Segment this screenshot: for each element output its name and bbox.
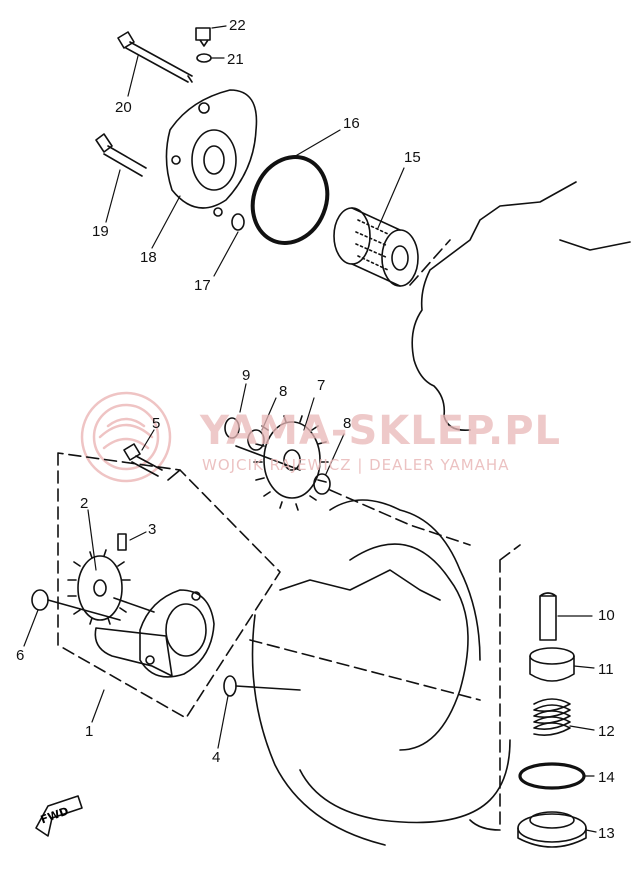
part-20-long-bolt: [117, 31, 193, 83]
callout-1: 1: [85, 723, 94, 740]
crankcase-outline-upper: [411, 181, 631, 432]
watermark-subtitle: WOJCIK RAJEWICZ | DEALER YAMAHA: [202, 456, 510, 474]
callout-14: 14: [598, 769, 615, 786]
part-12-spring: [533, 698, 571, 736]
callout-10: 10: [598, 607, 615, 624]
part-6-collar: [31, 589, 49, 611]
callout-6: 6: [16, 647, 25, 664]
callout-3: 3: [148, 521, 157, 538]
part-8-washer-upper: [247, 429, 265, 451]
part-11-valve-cap: [529, 647, 575, 682]
part-14-o-ring-large: [518, 762, 586, 790]
callout-12: 12: [598, 723, 615, 740]
part-13-valve-nut: [517, 811, 587, 848]
callout-8-lower: 8: [343, 415, 352, 432]
callout-8-upper: 8: [279, 383, 288, 400]
callout-2: 2: [80, 495, 89, 512]
part-2-drive-gear: [67, 549, 155, 625]
callout-15: 15: [404, 149, 421, 166]
part-5-bolt: [123, 443, 163, 477]
callout-20: 20: [115, 99, 132, 116]
part-17-o-ring: [231, 213, 245, 231]
callout-11: 11: [598, 661, 614, 678]
part-10-valve-piston: [539, 592, 557, 641]
callout-9: 9: [242, 367, 251, 384]
fwd-arrow: [35, 795, 83, 837]
part-18-filter-cover: [165, 89, 258, 217]
crankcase-outline-lower: [251, 499, 511, 846]
callout-22: 22: [229, 17, 246, 34]
callout-16: 16: [343, 115, 360, 132]
part-7-idler-gear: [253, 415, 329, 511]
callout-4: 4: [212, 749, 221, 766]
part-3-dowel-pin: [117, 533, 127, 551]
part-16-gasket: [250, 155, 330, 245]
callout-17: 17: [194, 277, 211, 294]
part-9-circlip: [224, 417, 240, 439]
part-1-oil-pump: [94, 589, 215, 678]
callout-5: 5: [152, 415, 161, 432]
callout-19: 19: [92, 223, 109, 240]
callout-21: 21: [227, 51, 244, 68]
part-19-short-bolt: [95, 133, 147, 177]
callout-13: 13: [598, 825, 615, 842]
part-4-o-ring: [223, 675, 237, 697]
watermark-title: YAMA-SKLEP.PL: [200, 408, 562, 454]
part-21-washer: [196, 53, 212, 63]
part-15-oil-filter: [333, 207, 419, 287]
callout-18: 18: [140, 249, 157, 266]
part-22-drain-bolt: [195, 27, 211, 47]
callout-7: 7: [317, 377, 326, 394]
